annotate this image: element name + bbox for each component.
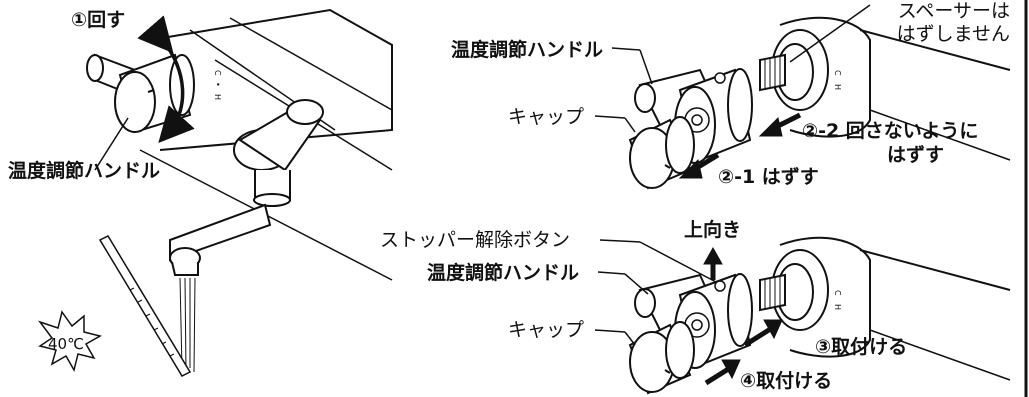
left-handle-label: 温度調節ハンドル [8,160,161,182]
svg-text:C: C [213,70,222,76]
top-cap-label: キャップ [508,106,585,128]
svg-text:H: H [833,304,842,310]
svg-text:H: H [833,84,842,90]
svg-text:•: • [213,82,222,87]
upward-label: 上向き [684,219,742,241]
svg-text:C: C [833,290,842,296]
bottom-right-illustration: C H [594,236,1011,395]
step-2-2-line2: はずす [887,144,945,166]
bottom-handle-label: 温度調節ハンドル [427,262,580,284]
arrows-bottom [703,246,783,386]
bottom-cap-label: キャップ [508,319,585,341]
step-2-2-line1: ②-2 回さないように [802,120,979,142]
stopper-button-label: ストッパー解除ボタン [380,229,571,251]
step-4-label: ④取付ける [740,370,833,392]
step-3-label: ③取付ける [815,336,908,358]
arrows-top [678,112,802,179]
faucet-illustration: C • H [37,8,393,377]
svg-text:C: C [833,70,842,76]
rotate-step-label: ①回す [71,9,126,31]
spacer-note-line1: スペーサーは [897,0,1010,22]
top-right-illustration: C H [594,4,1011,190]
step-2-1-label: ②-1 はずす [718,166,819,188]
spacer-note-line2: はずしません [896,23,1010,45]
svg-text:H: H [213,94,222,100]
temperature-label: 40℃ [48,335,84,353]
top-handle-label: 温度調節ハンドル [451,39,604,61]
